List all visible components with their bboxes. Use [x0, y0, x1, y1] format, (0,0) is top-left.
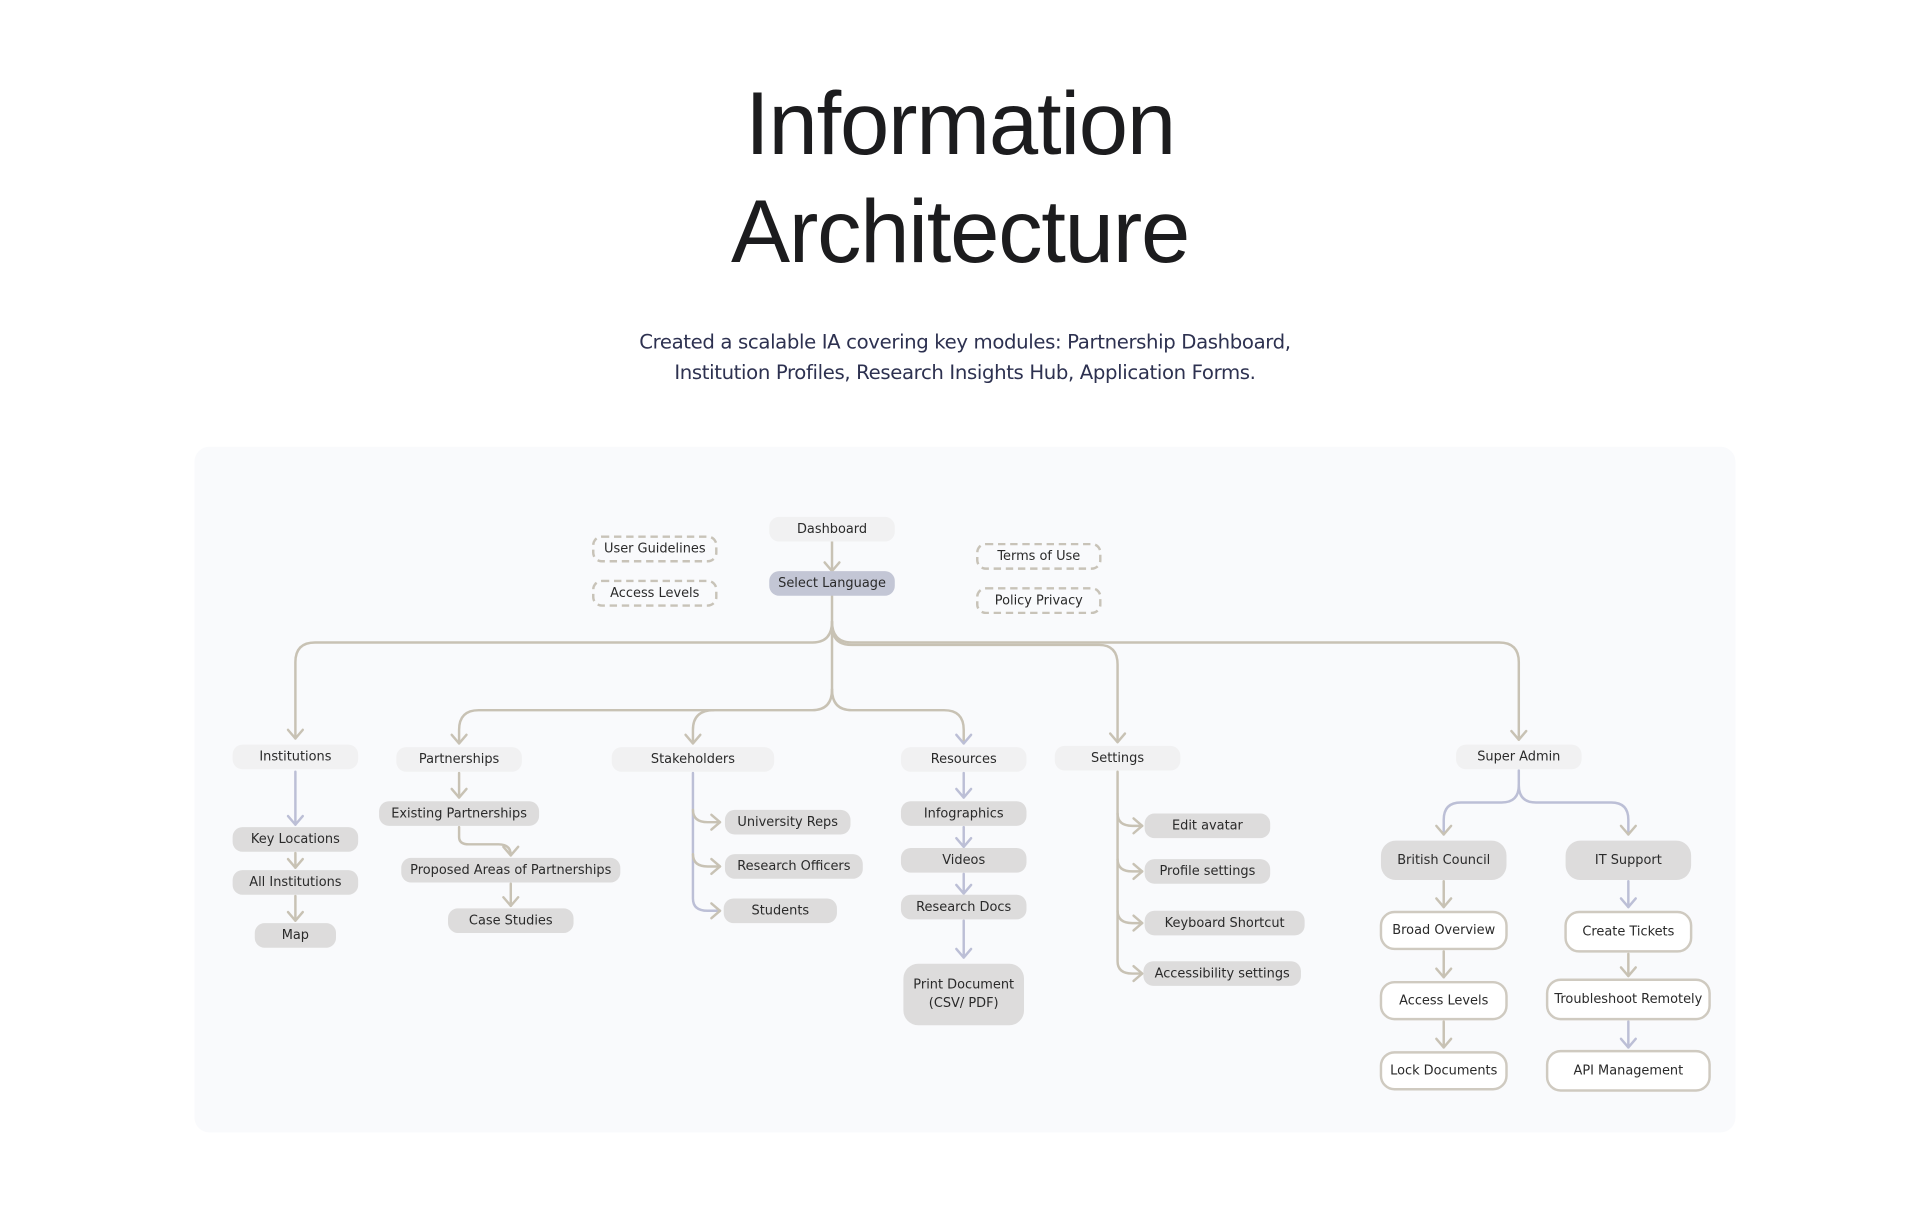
node-keyboard-shortcut[interactable]: Keyboard Shortcut [1144, 910, 1305, 936]
edge-edit-avatar [1116, 812, 1144, 828]
node-api-management[interactable]: API Management [1545, 1049, 1711, 1092]
node-terms-of-use[interactable]: Terms of Use [976, 542, 1102, 570]
edge-videos-arrow-icon [955, 836, 973, 849]
node-access-levels[interactable]: Access Levels [1379, 980, 1508, 1021]
edge-keyboard-shortcut-arrow-icon [1132, 914, 1144, 932]
edge-key-locations-arrow-icon [286, 814, 305, 826]
edge-case-studies-arrow-icon [502, 896, 520, 908]
edge-access-levels-arrow-icon [1435, 967, 1453, 979]
node-select-language[interactable]: Select Language [769, 571, 895, 596]
node-user-guidelines[interactable]: User Guidelines [592, 535, 718, 563]
edge-proposed-areas-arrow-icon [502, 845, 520, 857]
subtitle-line2: Institution Profiles, Research Insights … [674, 360, 1256, 385]
edge-institutions [294, 620, 834, 740]
edge-all-institutions-arrow-icon [286, 857, 305, 869]
page-subtitle: Created a scalable IA covering key modul… [0, 326, 1920, 388]
edge-super-admin [830, 620, 1521, 741]
edge-research-docs-arrow-icon [955, 883, 973, 895]
node-proposed-areas[interactable]: Proposed Areas of Partnerships [401, 857, 621, 883]
node-it-support[interactable]: IT Support [1565, 840, 1692, 881]
node-infographics[interactable]: Infographics [900, 801, 1027, 826]
edge-partnerships-arrow-icon [450, 733, 468, 745]
edge-broad-overview-arrow-icon [1435, 897, 1453, 909]
edge-troubleshoot-remotely-arrow-icon [1619, 966, 1637, 978]
edge-profile-settings [1116, 857, 1144, 873]
edge-stakeholders-arrow-icon [684, 733, 702, 745]
node-british-council[interactable]: British Council [1380, 840, 1507, 881]
page-title-line1: Information [745, 75, 1176, 174]
edge-resources-arrow-icon [955, 733, 973, 745]
node-key-locations[interactable]: Key Locations [232, 827, 359, 852]
edge-it-support [1517, 784, 1630, 836]
edge-edit-avatar-arrow-icon [1132, 817, 1144, 835]
edge-keyboard-shortcut [1116, 909, 1144, 925]
node-create-tickets[interactable]: Create Tickets [1564, 910, 1693, 953]
edge-map-arrow-icon [286, 910, 305, 922]
node-troubleshoot-remotely[interactable]: Troubleshoot Remotely [1545, 978, 1711, 1021]
node-broad-overview[interactable]: Broad Overview [1379, 910, 1508, 951]
node-students[interactable]: Students [723, 898, 837, 924]
edge-institutions-arrow-icon [286, 728, 305, 740]
edge-super-admin-arrow-icon [1510, 729, 1528, 741]
edge-print-document-arrow-icon [955, 947, 973, 959]
edge-settings-arrow-icon [1108, 732, 1127, 744]
edge-api-management-arrow-icon [1619, 1037, 1637, 1049]
node-research-officers[interactable]: Research Officers [724, 854, 863, 879]
node-settings[interactable]: Settings [1054, 745, 1181, 771]
node-access-levels-top[interactable]: Access Levels [592, 579, 718, 607]
edge-accessibility-settings-arrow-icon [1132, 964, 1144, 983]
node-research-docs[interactable]: Research Docs [900, 894, 1027, 920]
edge-infographics-arrow-icon [955, 787, 973, 799]
node-print-document[interactable]: Print Document (CSV/ PDF) [903, 963, 1025, 1026]
subtitle-line1: Created a scalable IA covering key modul… [639, 329, 1291, 354]
edge-students [691, 771, 722, 913]
node-videos[interactable]: Videos [900, 848, 1027, 873]
edge-british-council-arrow-icon [1435, 824, 1453, 836]
node-partnerships[interactable]: Partnerships [396, 747, 522, 772]
edge-it-support-arrow-icon [1619, 824, 1637, 836]
node-stakeholders[interactable]: Stakeholders [611, 747, 775, 772]
node-all-institutions[interactable]: All Institutions [232, 870, 359, 895]
node-case-studies[interactable]: Case Studies [448, 908, 574, 933]
node-dashboard[interactable]: Dashboard [769, 516, 895, 542]
node-lock-documents[interactable]: Lock Documents [1379, 1051, 1508, 1091]
edge-resources [830, 688, 965, 745]
edge-proposed-areas [457, 825, 513, 857]
node-edit-avatar[interactable]: Edit avatar [1144, 813, 1271, 839]
node-profile-settings[interactable]: Profile settings [1144, 859, 1271, 884]
node-super-admin[interactable]: Super Admin [1456, 744, 1582, 770]
edge-create-tickets-arrow-icon [1619, 897, 1637, 909]
node-existing-partnerships[interactable]: Existing Partnerships [379, 801, 540, 826]
node-institutions[interactable]: Institutions [232, 744, 359, 770]
edge-existing-partnerships-arrow-icon [450, 787, 468, 799]
edge-partnerships [457, 688, 834, 745]
edge-stakeholders [691, 708, 716, 745]
node-accessibility-settings[interactable]: Accessibility settings [1143, 961, 1301, 986]
node-policy-privacy[interactable]: Policy Privacy [976, 587, 1102, 615]
node-resources[interactable]: Resources [900, 747, 1027, 772]
edge-university-reps [691, 808, 722, 824]
node-map[interactable]: Map [254, 923, 337, 948]
page-title-line2: Architecture [730, 183, 1190, 282]
edge-students-arrow-icon [710, 902, 722, 920]
edge-settings [830, 624, 1119, 744]
edge-university-reps-arrow-icon [710, 813, 722, 831]
edge-research-officers [691, 852, 722, 868]
edge-research-officers-arrow-icon [710, 857, 722, 876]
edge-profile-settings-arrow-icon [1132, 862, 1144, 881]
node-university-reps[interactable]: University Reps [724, 809, 851, 835]
edge-accessibility-settings [1116, 770, 1144, 975]
edge-lock-documents-arrow-icon [1435, 1037, 1453, 1049]
edge-british-council [1442, 769, 1521, 836]
